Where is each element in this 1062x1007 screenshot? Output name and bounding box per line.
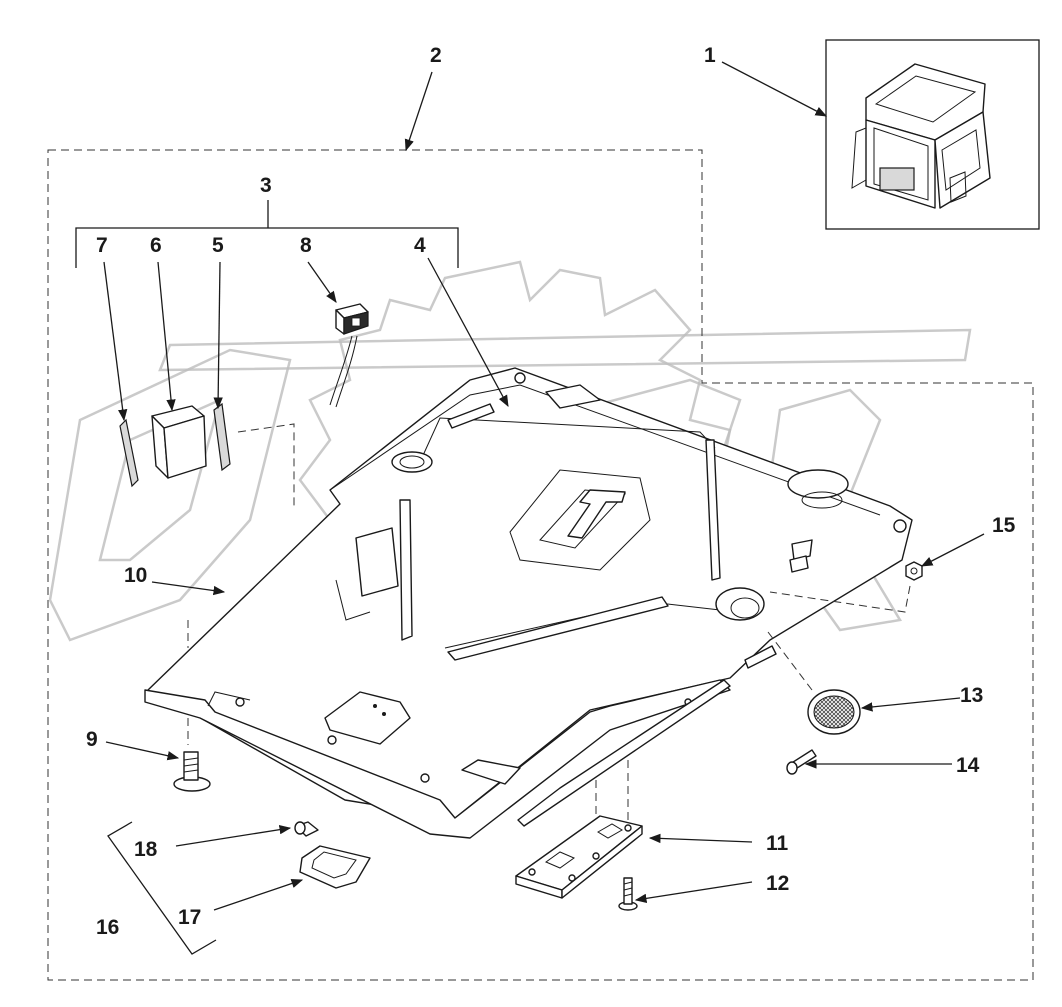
insulation-pad-5 [213, 402, 231, 472]
gasket [299, 845, 371, 889]
callout-15: 15 [992, 514, 1016, 537]
callout-17: 17 [178, 906, 201, 929]
callout-18: 18 [134, 838, 158, 861]
cab-thumbnail [825, 39, 1040, 230]
callout-14: 14 [956, 754, 980, 777]
callout-16: 16 [96, 916, 119, 939]
insulation-pad-7 [119, 418, 139, 488]
callout-3: 3 [260, 174, 272, 197]
alignment-lines [187, 423, 911, 856]
callout-12: 12 [766, 872, 789, 895]
callout-2: 2 [430, 44, 442, 67]
callout-13: 13 [960, 684, 983, 707]
screw-14 [786, 749, 817, 775]
group-16-bracket [107, 821, 217, 955]
push-rivet [173, 751, 211, 792]
callout-6: 6 [150, 234, 162, 257]
nut [905, 561, 923, 581]
screw-12 [618, 877, 638, 911]
callout-5: 5 [212, 234, 224, 257]
callout-7: 7 [96, 234, 108, 257]
mounting-plate [515, 815, 643, 899]
group-3-bracket [75, 200, 459, 268]
callout-11: 11 [766, 832, 789, 855]
headliner-panel [144, 367, 913, 839]
vent-grille [807, 689, 861, 735]
leader-lines [103, 61, 985, 911]
callout-1: 1 [704, 44, 716, 67]
wire-connector [329, 303, 369, 408]
callout-4: 4 [414, 234, 426, 257]
bulb [294, 821, 319, 837]
assembly-boundary [47, 149, 1034, 981]
callout-8: 8 [300, 234, 312, 257]
callout-9: 9 [86, 728, 98, 751]
callout-10: 10 [124, 564, 147, 587]
insulation-block-6 [151, 405, 207, 479]
